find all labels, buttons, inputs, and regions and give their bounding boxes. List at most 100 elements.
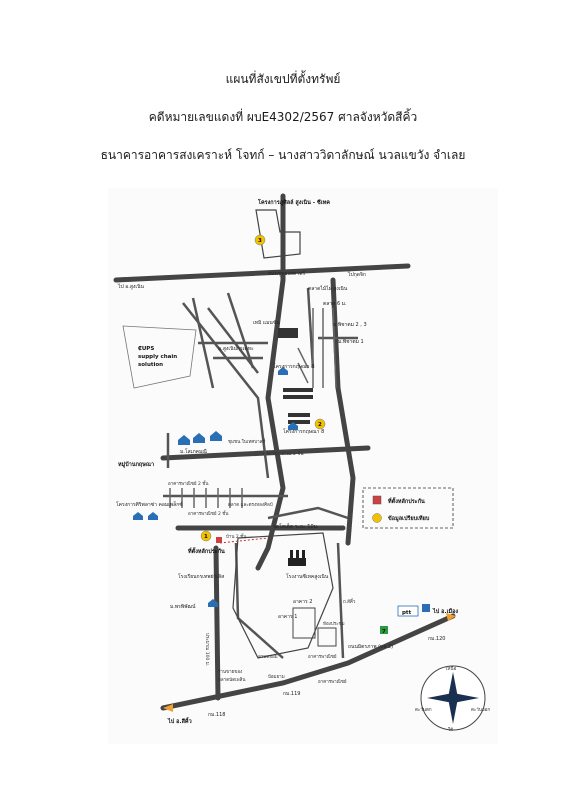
label-proj-siri: โครงการศิริพลาซ่า คอมเพล็กซ์ (116, 500, 183, 508)
label-project-top: โครงการภูศิลล์ สูงเนิน - ซีเทค (257, 198, 330, 207)
label-to-sungnoen: ไป อ.สูงเนิน (117, 283, 144, 290)
seven-eleven-sign (380, 626, 388, 634)
compass-ew-needle (427, 693, 479, 703)
label-commercial-2b: อาคารพาณิชย์ 2 ชั้น (168, 480, 208, 487)
label-ups-1: ₡UPS (138, 346, 154, 352)
compass-south: ใต้ (448, 727, 453, 733)
road-100m (213, 545, 221, 701)
comparison-marker-1 (200, 530, 212, 542)
marker-2-number: 2 (318, 422, 322, 428)
house-icon (178, 435, 190, 445)
ptt-label: ptt (402, 610, 412, 616)
comparison-marker-3 (254, 234, 266, 246)
marker-3-number: 3 (258, 238, 262, 244)
label-to-sikhio: ไป อ.สีคิ้ว (167, 716, 192, 725)
label-soi-2: ชุมชน.ในเทศบาลที่ (228, 438, 265, 445)
road-top (113, 263, 411, 283)
label-market-2: ตลาด และตรงหลงศิลป์ (228, 501, 273, 508)
minor-roads (163, 287, 358, 659)
radius-line (219, 537, 269, 544)
compass-west: ตะวันตก (415, 707, 432, 713)
label-market: ตลาดไม้ไผ่ สูงเนิน (308, 285, 348, 292)
label-m-sungnoen: ม.สูงเนินกรเคหะ (218, 345, 254, 352)
road-east (330, 277, 356, 546)
house-icon (210, 431, 222, 441)
ups-area (122, 325, 197, 389)
house-icon (288, 422, 298, 430)
legend-collateral-swatch (372, 495, 382, 505)
factory-block (232, 532, 334, 659)
house-icons (133, 367, 298, 607)
label-shop-6: ตลาด 6 ม. (323, 301, 347, 307)
legend-collateral-label: ที่ตั้งหลักประกัน (388, 496, 425, 505)
label-muban: หมู่บ้านกฤษณา (118, 460, 154, 469)
factory-buildings (292, 607, 337, 647)
legend-comparison-swatch (372, 513, 382, 523)
label-ups-2: supply chain (138, 354, 177, 360)
comparison-marker-2 (314, 418, 326, 430)
label-prayer: ห้องประชุม (323, 621, 345, 627)
label-commercial-2a: อาคารพาณิชย์ 2 ชั้น (263, 450, 303, 457)
label-m-2-3: ม.พิชาตม 2 , 3 (333, 321, 367, 328)
route-arrows (163, 613, 456, 712)
map-background (108, 188, 498, 744)
label-km-118: กม.118 (208, 712, 225, 718)
house-icon (148, 512, 158, 520)
collateral-marker (216, 537, 222, 543)
house-icon (133, 512, 143, 520)
label-road-100: ประมาณ 100 ม. (204, 633, 210, 666)
road-mitraphap (160, 613, 456, 711)
label-gate: ป้อมยาม (268, 674, 285, 680)
housing-blocks (278, 328, 313, 424)
label-commercial-2c: อาคารพาณิชย์ 2 ชั้น (188, 510, 228, 517)
label-building-2: อาคาร 2 (293, 599, 312, 605)
label-km-119: กม.119 (283, 691, 300, 697)
project-top-outline (255, 209, 301, 259)
legend-box (362, 487, 454, 529)
seven-label: 7 (382, 629, 386, 635)
label-shop-small: อาคารพาณิชย์ (308, 653, 337, 660)
bank-sign (422, 604, 430, 612)
label-mitr: ถนนมิตรภาพ (ทล.2) (348, 643, 393, 650)
factory-icon (288, 550, 306, 566)
label-building-1: อาคาร 1 (278, 614, 297, 620)
label-resort: ตลาดนัดเพลิน (218, 677, 245, 683)
street-grid (169, 307, 337, 508)
arrow-east (446, 613, 456, 621)
label-shop-small-2: อาคารพาณิชย์ (318, 678, 347, 685)
label-bangna: ม.โสเภคมณี (180, 448, 207, 455)
ptt-sign (397, 605, 419, 617)
case-number: คดีหมายเลขแดงที่ ผบE4302/2567 ศาลจังหวัด… (148, 110, 418, 124)
label-m-phonphan: ม.พรพิพัฒน์ (170, 603, 196, 610)
label-to-pakchong: ไป อ.เมือง (432, 607, 458, 615)
main-roads (113, 193, 456, 711)
arrow-west (163, 704, 173, 712)
house-icon (278, 367, 288, 375)
house-icon (193, 433, 205, 443)
label-park: สวนหย่อม (258, 654, 278, 660)
site-map: ที่ตั้งหลักประกัน ข้อมูลเปรียบเทียบ 3 2 … (108, 188, 498, 744)
label-ups-3: solution (138, 362, 163, 368)
compass-east: ตะวันออก (471, 707, 490, 713)
compass-rose: เหนือ ใต้ ตะวันออก ตะวันตก (415, 665, 490, 733)
case-parties: ธนาคารอาคารสงเคราะห์ โจทก์ – นางสาววิดาล… (100, 148, 466, 162)
label-km-120: กม.120 (428, 636, 445, 642)
legend-comparison-label: ข้อมูลเปรียบเทียบ (388, 514, 430, 523)
label-site: ที่ตั้งหลักประกัน (188, 546, 225, 555)
label-radius: จุดโฮเต็ด ระยะ 50ม. (273, 522, 319, 530)
house-icon (208, 599, 218, 607)
page-title: แผนที่สังเขปที่ตั้งทรัพย์ (225, 72, 341, 86)
label-to-kudchik: ไปกุดจิก (347, 271, 366, 278)
label-house-2: บ้าน 2 ชั้น (226, 533, 246, 540)
label-m-1: ม.พิชาตม 1 (338, 338, 364, 345)
label-proj-8a: โครงการกฤษณา 8 (273, 363, 314, 370)
label-big-c: เทมิ แมนชั่น (253, 319, 280, 326)
label-sub-road: ถ.สีคิ้ว (343, 598, 356, 605)
label-road-top: ถนนชูทองสตาทร์ (268, 270, 305, 277)
label-school: โรงเรียนกรเทพย่าเลิส (178, 573, 224, 580)
label-factory: โรงงานซีเทคสูงเนิน (286, 573, 329, 580)
marker-1-number: 1 (204, 534, 208, 540)
label-proj-8b: โครงการกฤษณา 8 (283, 428, 324, 435)
road-central (255, 277, 286, 571)
compass-north: เหนือ (446, 665, 457, 672)
